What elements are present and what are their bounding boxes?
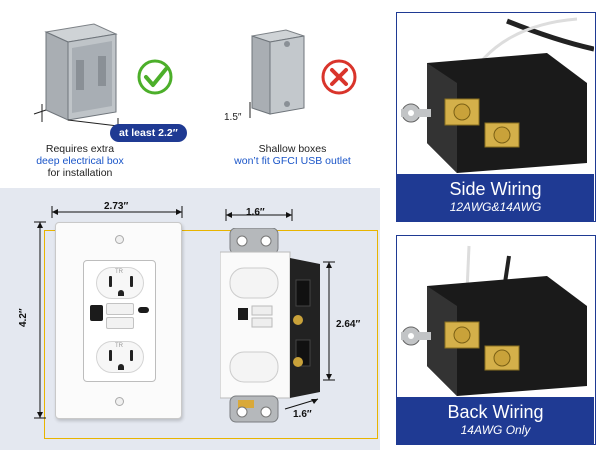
usb-c-port-icon [138, 307, 149, 313]
reset-button[interactable] [106, 317, 134, 329]
device-width-dimension-line [225, 209, 293, 221]
plate-width-label: 2.73″ [104, 201, 129, 212]
lower-tr-mark: TR [115, 343, 123, 349]
side-wiring-banner: Side Wiring 12AWG&14AWG [397, 174, 594, 221]
side-wiring-title: Side Wiring [449, 179, 542, 199]
usb-a-port-icon [90, 305, 103, 321]
plate-height-dimension-line [34, 221, 46, 419]
depth-requirement-badge: at least 2.2″ [110, 124, 187, 142]
device-bottom-dimension-line [284, 398, 319, 410]
plate-screw-bottom-icon [115, 397, 124, 406]
plate-height-label: 4.2″ [18, 308, 29, 327]
shallow-electrical-box-image [246, 28, 308, 120]
highlight-frame [44, 230, 378, 439]
shallow-caption-line2: won’t fit GFCI USB outlet [234, 155, 351, 167]
lower-receptacle: TR [96, 341, 144, 373]
device-depth-dimension-line [323, 261, 335, 381]
x-icon [320, 58, 358, 96]
side-wiring-subtitle: 12AWG&14AWG [449, 200, 542, 214]
device-bottom-label: 1.6″ [293, 409, 312, 420]
gfci-device-side-view [219, 227, 330, 428]
deep-caption-line3: for installation [47, 167, 113, 179]
plate-width-dimension-line [51, 206, 183, 218]
side-wiring-card: Side Wiring 12AWG&14AWG [396, 12, 596, 222]
back-wiring-subtitle: 14AWG Only [460, 423, 531, 437]
back-wiring-photo [397, 236, 594, 399]
upper-tr-mark: TR [115, 269, 123, 275]
deep-caption-line2: deep electrical box [36, 155, 124, 167]
deep-box-caption: Requires extra deep electrical box for i… [10, 143, 150, 179]
outlet-face: TR TR [83, 260, 156, 382]
device-width-label: 1.6″ [246, 207, 265, 218]
plate-screw-top-icon [115, 235, 124, 244]
back-wiring-banner: Back Wiring 14AWG Only [397, 397, 594, 444]
shallow-box-caption: Shallow boxes won’t fit GFCI USB outlet [200, 143, 385, 167]
device-depth-label: 2.64″ [336, 319, 361, 330]
back-wiring-card: Back Wiring 14AWG Only [396, 235, 596, 445]
side-wiring-photo [397, 13, 595, 176]
shallow-caption-line1: Shallow boxes [258, 143, 327, 155]
deep-caption-line1: Requires extra [45, 143, 115, 155]
test-button[interactable] [106, 303, 134, 315]
deep-electrical-box-image [32, 22, 122, 127]
back-wiring-title: Back Wiring [447, 402, 544, 422]
shallow-depth-label: 1.5″ [224, 112, 242, 123]
upper-receptacle: TR [96, 267, 144, 299]
check-icon [136, 58, 174, 96]
gfci-usb-outlet-wallplate: TR TR [55, 222, 182, 419]
